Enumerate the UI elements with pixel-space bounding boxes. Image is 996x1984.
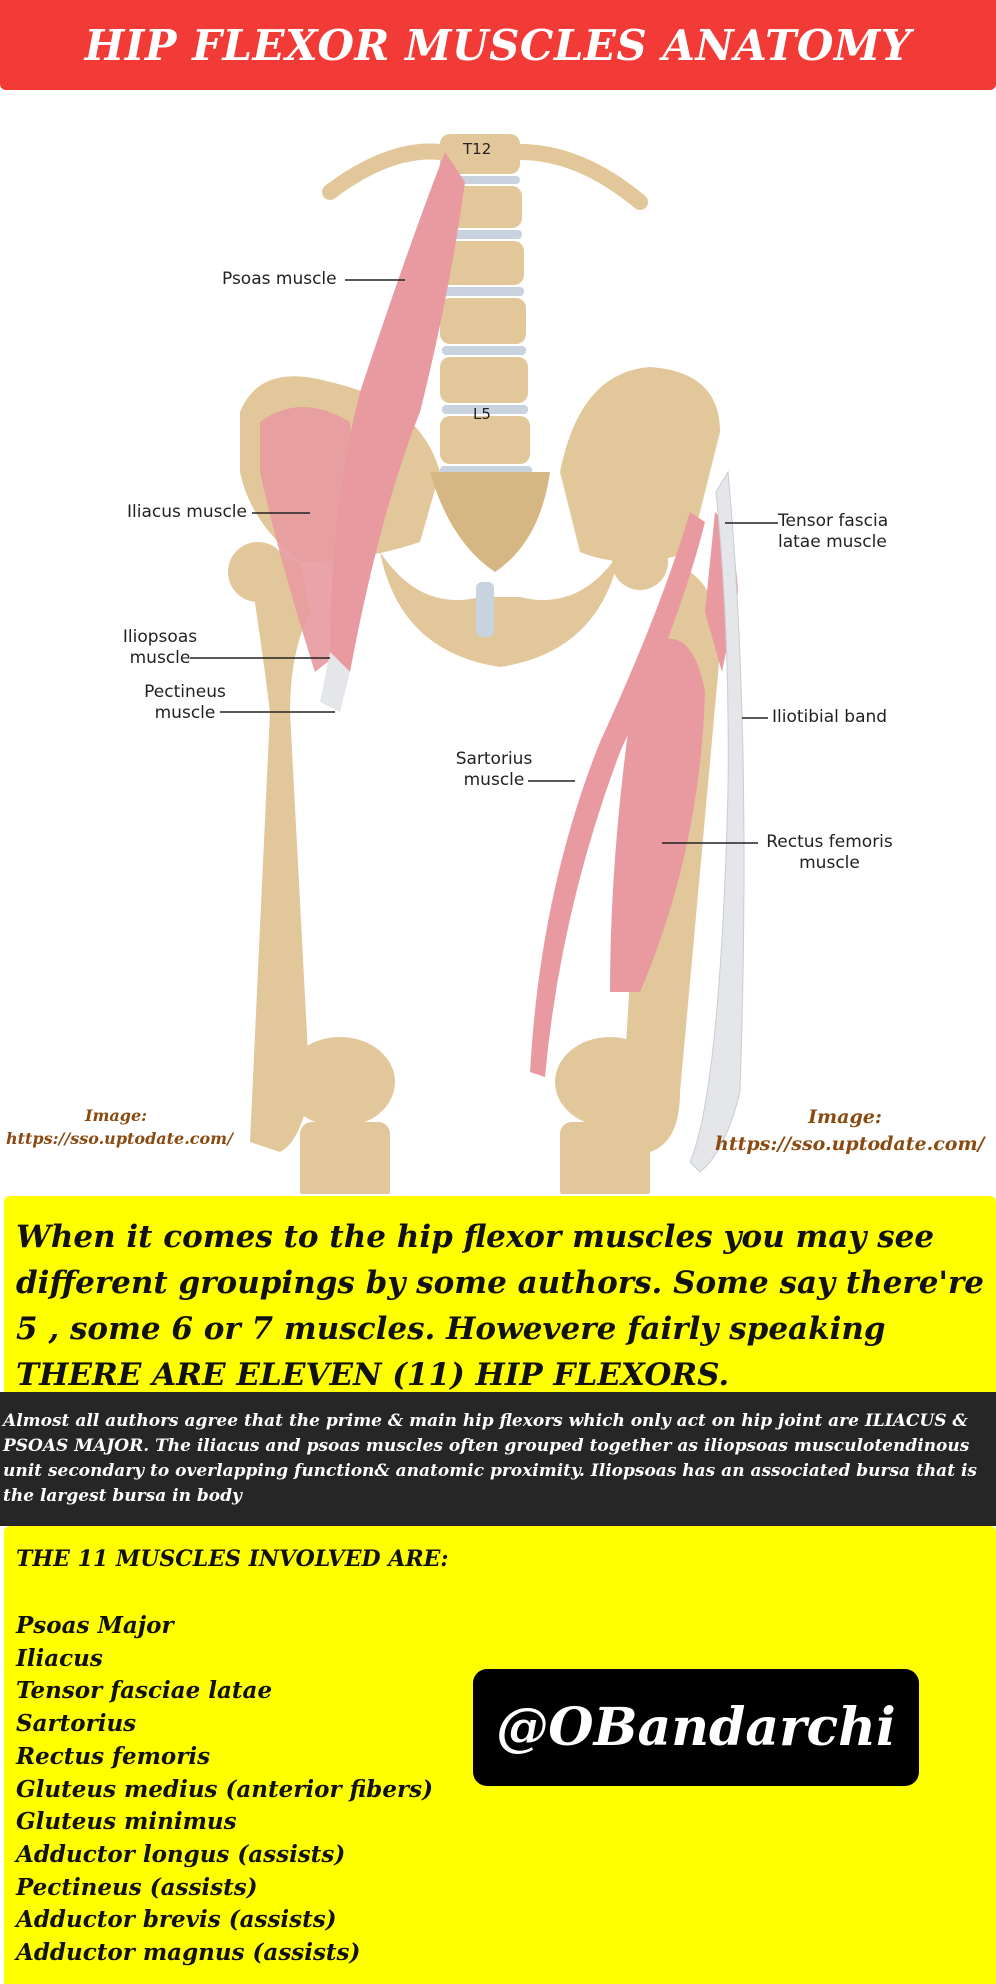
note-panel: Almost all authors agree that the prime … [0, 1392, 996, 1526]
note-text: Almost all authors agree that the prime … [3, 1411, 977, 1506]
vertebra-label-l5: L5 [473, 405, 491, 423]
tibia-left [300, 1122, 390, 1194]
psoas-muscle [330, 152, 465, 672]
iliopsoas-tendon [320, 652, 350, 712]
label-pectineus: Pectineus muscle [144, 682, 226, 723]
label-sartorius: Sartorius muscle [455, 749, 533, 790]
iliotibial-band [689, 470, 745, 1173]
rib-left [322, 143, 448, 200]
sacrum [430, 472, 550, 572]
rib-right [512, 144, 648, 210]
label-rectus-femoris: Rectus femoris muscle [766, 832, 893, 873]
author-handle: @OBandarchi [496, 1697, 896, 1758]
label-psoas: Psoas muscle [222, 269, 337, 289]
author-handle-badge: @OBandarchi [473, 1669, 919, 1786]
muscle-list-panel: THE 11 MUSCLES INVOLVED ARE: Psoas Major… [4, 1526, 996, 1984]
femoral-head-left [228, 542, 288, 602]
image-credit-left-url: https://sso.uptodate.com/ [6, 1129, 233, 1148]
pubic-symphysis [476, 582, 494, 637]
list-item: Adductor magnus (assists) [16, 1939, 361, 1967]
list-item: Adductor brevis (assists) [16, 1906, 337, 1934]
image-credit-left: Image: https://sso.uptodate.com/ [6, 1104, 233, 1150]
label-iliopsoas: Iliopsoas muscle [122, 627, 198, 668]
anatomy-illustration: T12 L5 Psoas muscle Iliacus muscle Iliop… [0, 92, 996, 1194]
iliacus-muscle [260, 407, 354, 672]
list-item: Gluteus minimus [16, 1808, 237, 1836]
vertebra-label-t12: T12 [463, 140, 492, 158]
page-title: HIP FLEXOR MUSCLES ANATOMY [84, 20, 912, 70]
intro-panel: When it comes to the hip flexor muscles … [4, 1196, 996, 1393]
pubic-arch [380, 552, 620, 667]
list-item: Rectus femoris [16, 1742, 211, 1770]
title-banner: HIP FLEXOR MUSCLES ANATOMY [0, 0, 996, 90]
label-iliacus: Iliacus muscle [127, 502, 247, 522]
rectus-femoris-muscle [610, 638, 705, 992]
list-item: Gluteus medius (anterior fibers) [16, 1775, 433, 1803]
patella-left [285, 1037, 395, 1127]
muscle-list-title: THE 11 MUSCLES INVOLVED ARE: [16, 1546, 449, 1572]
list-item: Psoas Major [16, 1612, 174, 1639]
image-credit-left-label: Image: [84, 1106, 148, 1125]
list-item: Pectineus (assists) [16, 1873, 258, 1901]
hip-anatomy-svg [190, 134, 778, 1194]
image-credit-right-label: Image: [808, 1106, 882, 1128]
patella-right [555, 1037, 665, 1127]
image-credit-right: Image: https://sso.uptodate.com/ [715, 1104, 985, 1158]
tibia-right [560, 1122, 650, 1194]
list-item: Sartorius [16, 1710, 137, 1738]
image-credit-right-url: https://sso.uptodate.com/ [715, 1133, 985, 1155]
iliac-wing-right [560, 367, 720, 562]
muscle-list: Psoas Major Iliacus Tensor fasciae latae… [16, 1610, 433, 1970]
label-iliotibial-band: Iliotibial band [772, 707, 888, 727]
label-leader-lines [190, 279, 778, 844]
label-tensor-fascia-latae: Tensor fascia latae muscle [778, 511, 889, 552]
femur-left [250, 558, 310, 1152]
list-item: Adductor longus (assists) [16, 1840, 346, 1868]
list-item: Tensor fasciae latae [16, 1677, 273, 1705]
lumbar-spine [440, 134, 532, 476]
list-item: Iliacus [16, 1644, 103, 1672]
intro-text: When it comes to the hip flexor muscles … [16, 1219, 985, 1393]
femoral-head-right [612, 534, 668, 590]
